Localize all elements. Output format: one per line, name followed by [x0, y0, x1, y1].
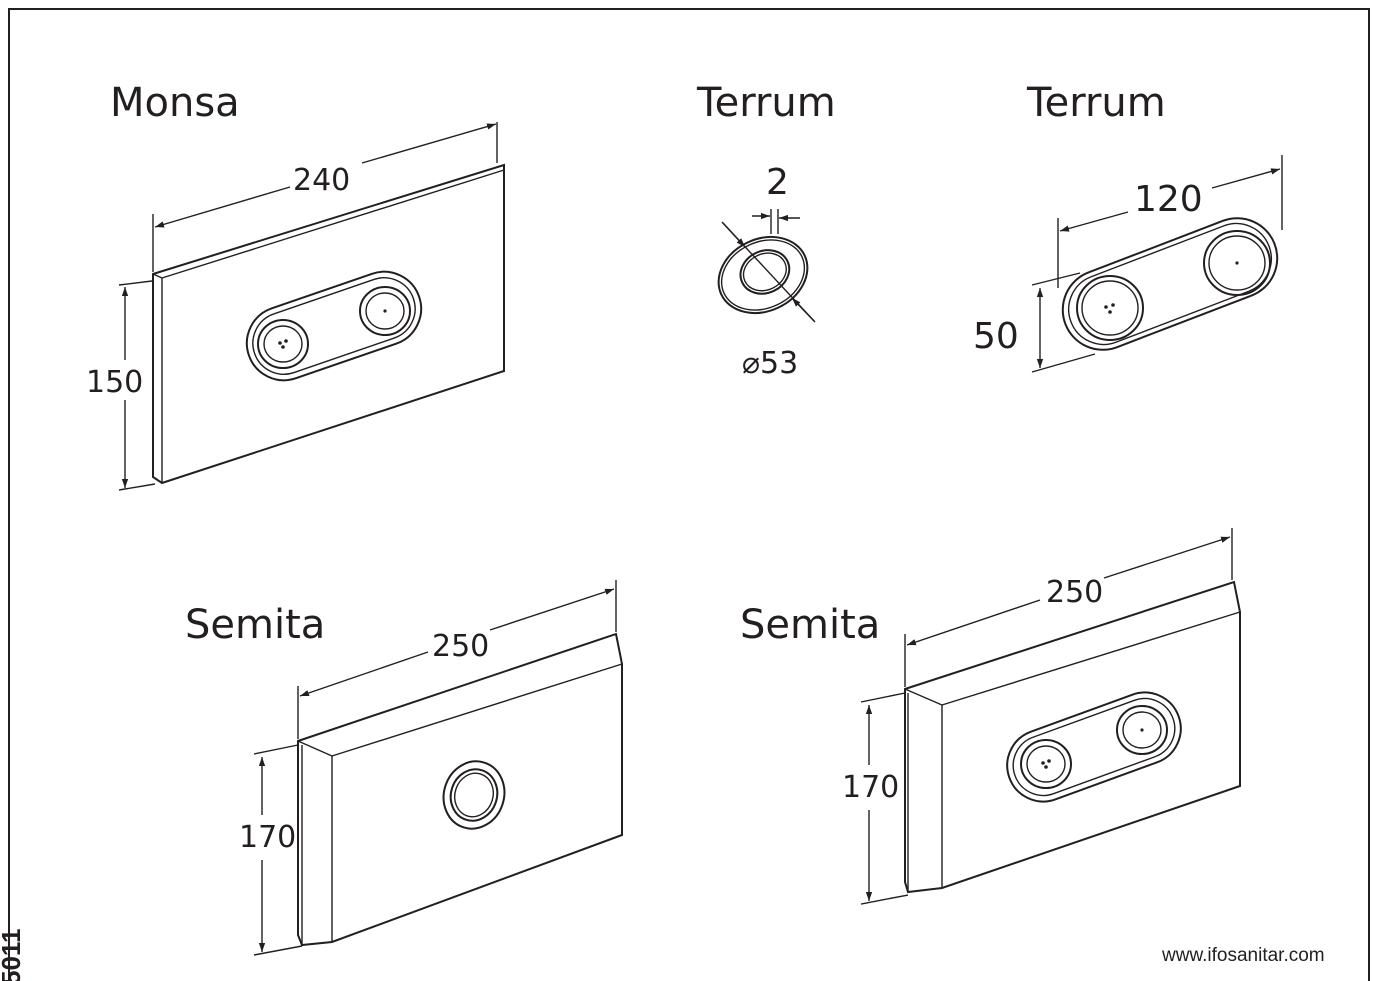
terrum-ring-title: Terrum	[696, 80, 836, 126]
terrum-thickness-label: 2	[766, 162, 789, 203]
monsa-height-label: 150	[86, 365, 143, 400]
terrum-width-label: 120	[1134, 179, 1203, 220]
semita-dual-drawing: Semita 250 170	[740, 528, 1241, 905]
terrum-small-flush-button	[1076, 275, 1144, 341]
monsa-large-flush-button	[359, 286, 411, 336]
terrum-diameter-label: ⌀53	[742, 346, 798, 381]
monsa-small-flush-button	[257, 319, 309, 369]
edge-mark: 5011	[0, 929, 26, 981]
terrum-height-label: 50	[973, 316, 1019, 357]
terrum-large-flush-button	[1203, 230, 1271, 296]
semita-dual-small-flush-button	[1020, 739, 1072, 789]
semita-dual-width-label: 250	[1046, 575, 1103, 610]
semita-dual-large-flush-button	[1116, 705, 1168, 755]
monsa-button-frame	[245, 270, 423, 382]
terrum-plate-title: Terrum	[1026, 80, 1166, 126]
monsa-drawing: Monsa 240 150	[86, 80, 505, 491]
semita-single-drawing: Semita 250 170	[185, 580, 623, 956]
monsa-plate	[152, 163, 505, 485]
semita-single-plate	[297, 632, 623, 947]
semita-dual-plate	[904, 580, 1241, 894]
monsa-title: Monsa	[110, 80, 240, 126]
terrum-plate-drawing: Terrum 120 50	[973, 80, 1283, 373]
page-border	[8, 8, 1370, 981]
semita-single-height-label: 170	[239, 820, 296, 855]
monsa-width-label: 240	[293, 163, 350, 198]
semita-dual-height-label: 170	[842, 770, 899, 805]
website-url: www.ifosanitar.com	[1161, 945, 1325, 966]
semita-single-title: Semita	[185, 602, 325, 648]
terrum-plate	[1061, 217, 1279, 351]
semita-dual-button-frame	[1006, 691, 1182, 803]
semita-single-width-label: 250	[432, 629, 489, 664]
terrum-ring-drawing: Terrum ⌀53 2	[696, 80, 836, 381]
semita-single-flush-button	[442, 760, 506, 830]
semita-dual-title: Semita	[740, 602, 880, 648]
